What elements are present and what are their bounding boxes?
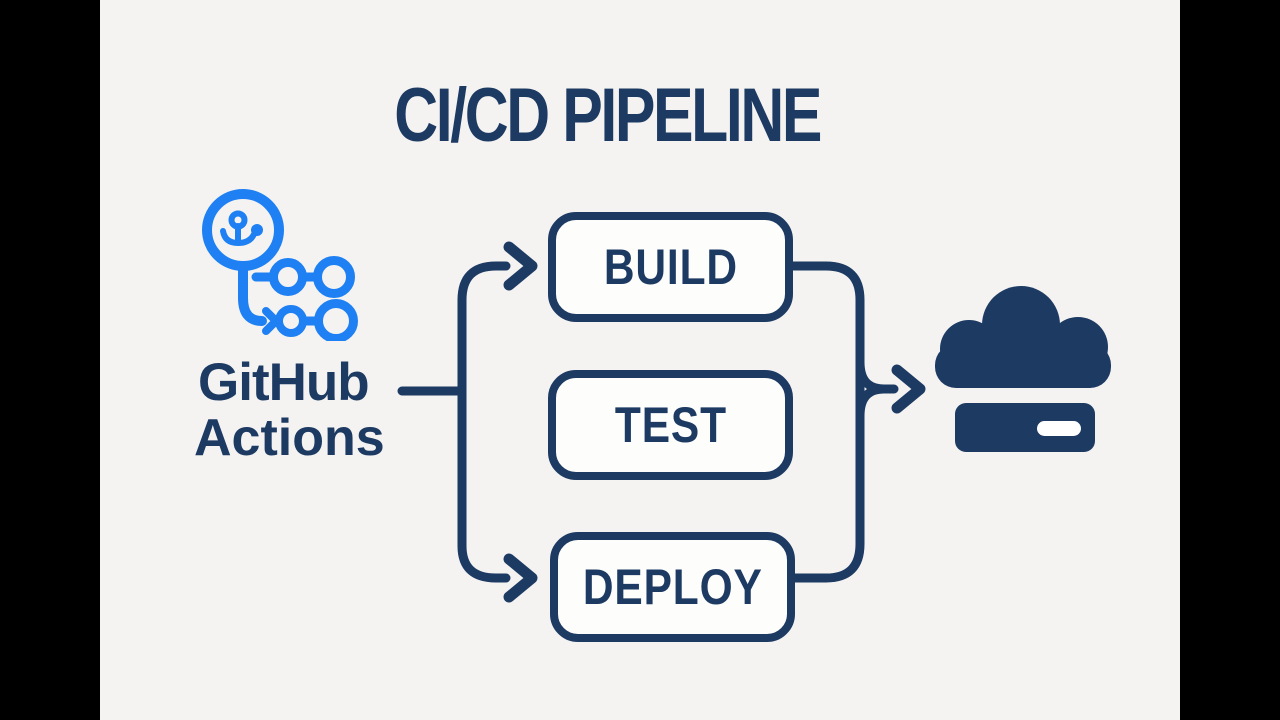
source-label-github: GitHub bbox=[198, 353, 370, 412]
stage-label-test: TEST bbox=[614, 397, 727, 453]
cloud-server-icon bbox=[935, 286, 1111, 452]
arrowhead-to-cloud bbox=[891, 364, 926, 414]
letterbox-bar-left bbox=[0, 0, 100, 720]
title-row: CI/CD PIPELINE bbox=[100, 78, 1180, 154]
arrowhead-to-build bbox=[503, 241, 538, 291]
diagram-title: CI/CD PIPELINE bbox=[394, 73, 822, 158]
arrowhead-to-deploy bbox=[503, 553, 538, 603]
merge-fork bbox=[855, 357, 899, 421]
merge-line-right bbox=[788, 261, 865, 583]
stage-label-build: BUILD bbox=[603, 239, 738, 295]
diagram-background: CI/CD PIPELINE GitHub Actions bbox=[100, 0, 1180, 720]
github-actions-logo-icon bbox=[202, 189, 358, 341]
source-label-actions: Actions bbox=[194, 409, 385, 467]
stage-box-build: BUILD bbox=[548, 212, 793, 322]
letterbox-bar-right bbox=[1180, 0, 1280, 720]
server-bar bbox=[955, 403, 1095, 452]
server-slot bbox=[1037, 421, 1081, 436]
stage-box-deploy: DEPLOY bbox=[550, 532, 795, 642]
branch-line-left bbox=[397, 261, 511, 583]
stage-label-deploy: DEPLOY bbox=[582, 559, 763, 615]
stage-box-test: TEST bbox=[548, 370, 793, 480]
